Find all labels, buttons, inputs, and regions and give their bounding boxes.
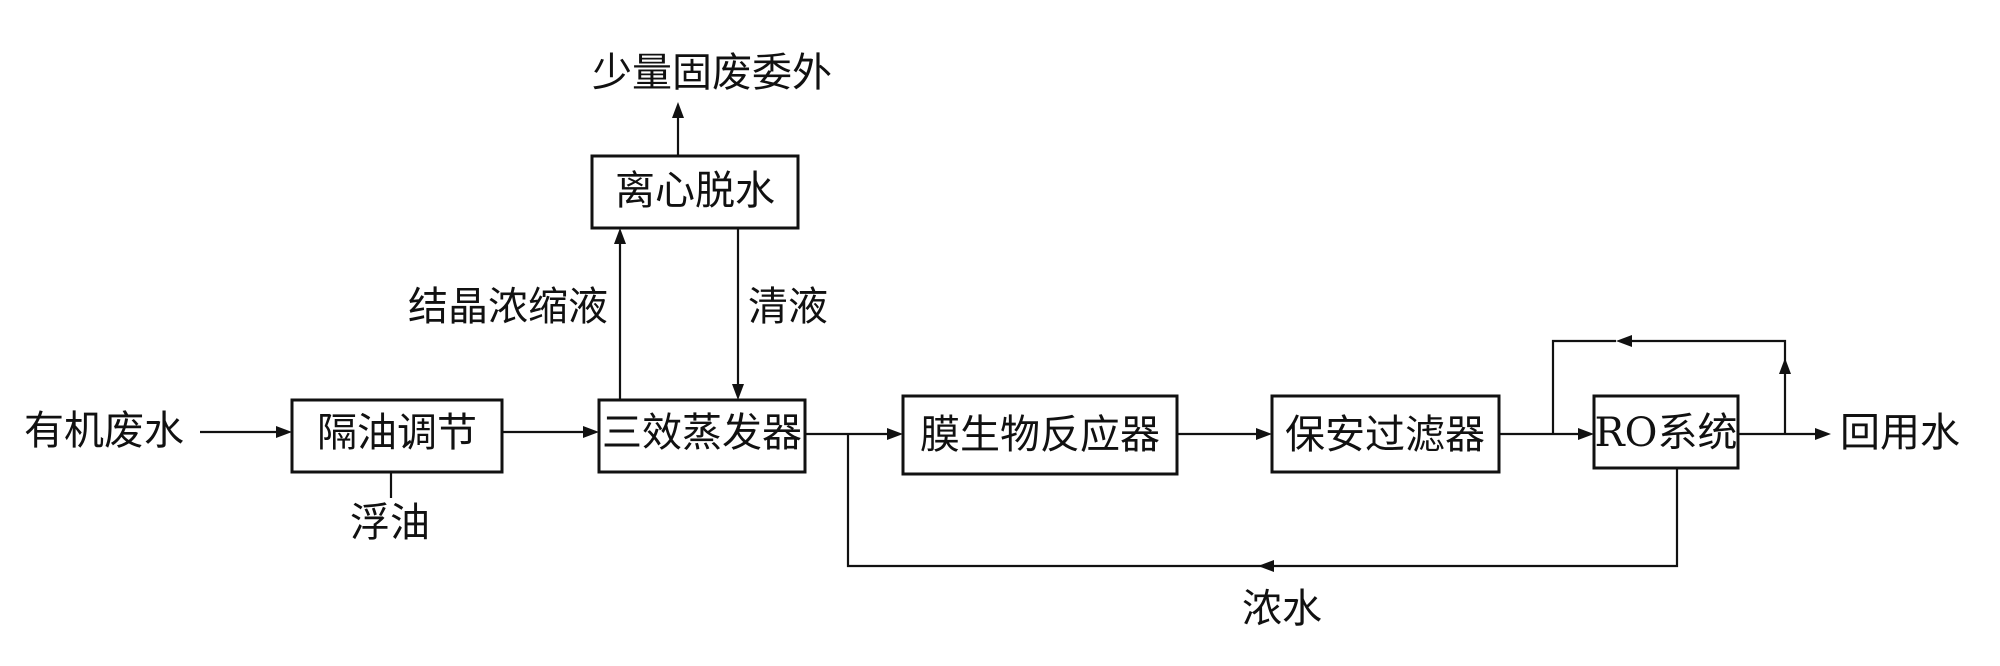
node-oil-separation-label: 隔油调节 [317,410,477,456]
label-floating-oil: 浮油 [350,500,430,546]
label-crystal-concentrate: 结晶浓缩液 [408,284,608,330]
node-evaporator-label: 三效蒸发器 [602,410,802,456]
node-security-filter-label: 保安过滤器 [1285,412,1485,458]
node-oil-separation: 隔油调节 [290,398,504,474]
node-mbr-label: 膜生物反应器 [920,412,1160,458]
arrowhead [672,102,684,118]
node-ro-system: RO系统 [1592,394,1740,470]
node-evaporator: 三效蒸发器 [597,398,807,474]
node-ro-system-label: RO系统 [1595,410,1738,456]
arrowhead [1616,335,1632,347]
node-centrifuge: 离心脱水 [590,154,800,230]
arrowhead [1256,428,1272,440]
node-mbr: 膜生物反应器 [901,394,1179,476]
arrowhead [1779,358,1791,374]
label-reuse-water: 回用水 [1840,410,1960,456]
arrowhead [614,228,626,244]
arrowhead [1258,560,1274,572]
arrowhead [732,384,744,400]
edge-ro-recirculation [1632,339,1787,434]
label-clear-liquid: 清液 [748,284,828,330]
node-security-filter: 保安过滤器 [1270,394,1501,474]
label-inlet: 有机废水 [24,408,184,454]
arrowhead [583,426,599,438]
arrowhead [887,428,903,440]
node-centrifuge-label: 离心脱水 [615,168,775,214]
edge-recirculation-return [1551,339,1616,434]
arrowhead [1815,428,1831,440]
arrowhead [276,426,292,438]
label-concentrate-water: 浓水 [1242,586,1322,632]
arrowhead [1578,428,1594,440]
label-solid-waste: 少量固废委外 [592,50,832,96]
